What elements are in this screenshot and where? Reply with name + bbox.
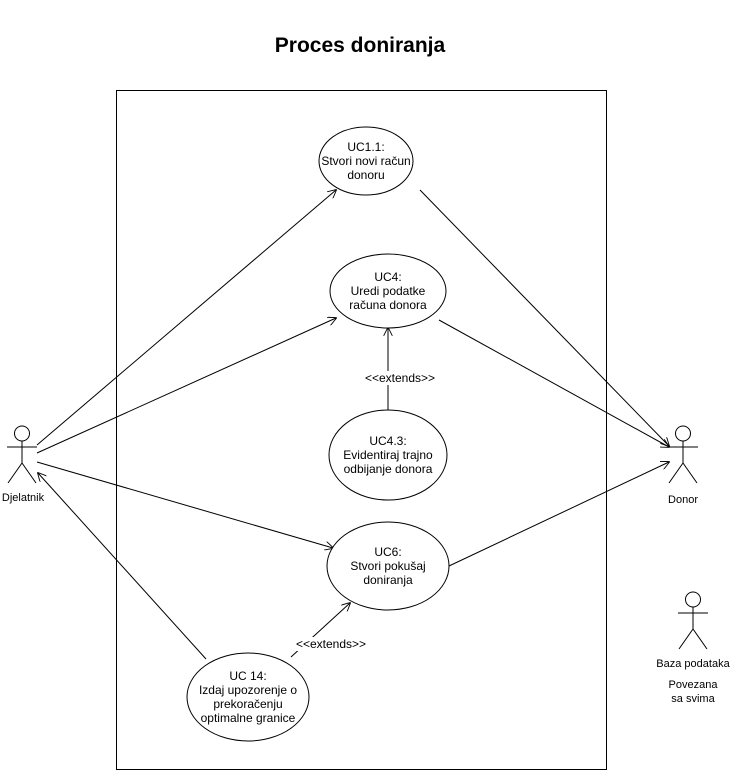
use-case-label: UC4.3: — [369, 434, 406, 448]
use-case-label: odbijanje donora — [344, 462, 433, 476]
use-case-label: donoru — [347, 168, 384, 182]
use-case-label: Evidentiraj trajno — [343, 448, 433, 462]
actor-note: Povezana — [669, 679, 719, 691]
relations-layer: <<extends>> <<extends>> — [36, 189, 669, 660]
system-boundary — [116, 90, 607, 770]
use-case-label: doniranja — [363, 573, 413, 587]
actor-leg-right — [692, 628, 708, 650]
use-case-label: Stvori pokušaj — [350, 559, 425, 573]
use-case-uc14[interactable]: UC 14:Izdaj upozorenje oprekoračenjuopti… — [186, 652, 310, 742]
use-case-ellipse — [326, 521, 450, 611]
use-case-ellipse — [329, 253, 447, 329]
actor-leg-left — [668, 462, 684, 484]
actor-name: Baza podataka — [656, 658, 730, 670]
association-djelatnik-uc6 — [36, 461, 333, 548]
actor-head-icon — [675, 425, 691, 442]
association-uc14-djelatnik — [38, 473, 207, 660]
extends-label: <<extends>> — [296, 637, 366, 651]
actor-leg-left — [678, 628, 694, 650]
diagram-title: Proces doniranja — [275, 34, 446, 57]
use-case-ellipse — [328, 409, 448, 501]
use-case-label: UC 14: — [229, 669, 266, 683]
association-uc4-donor — [438, 319, 669, 447]
use-case-label: prekoračenju — [213, 697, 282, 711]
use-case-label: Uredi podatke — [351, 284, 426, 298]
actor-name: Donor — [668, 494, 698, 506]
actor-leg-right — [682, 462, 698, 484]
association-djelatnik-uc1_1 — [36, 190, 336, 446]
actor-leg-left — [7, 462, 23, 484]
association-djelatnik-uc4 — [36, 318, 336, 454]
use-case-label: optimalne granice — [201, 711, 296, 725]
use-case-label: Stvori novi račun — [321, 154, 410, 168]
extends-label-background — [362, 371, 438, 385]
association-uc1_1-donor — [419, 189, 669, 446]
use-case-label: UC4: — [374, 270, 401, 284]
actor-note: sa svima — [671, 693, 715, 705]
use-case-label: Izdaj upozorenje o — [199, 683, 297, 697]
actor-leg-right — [21, 462, 37, 484]
use-case-ellipse — [318, 126, 414, 196]
extends-label-background — [293, 637, 369, 651]
use-case-ellipse — [186, 652, 310, 742]
use-case-label: UC1.1: — [347, 140, 384, 154]
extends-label: <<extends>> — [365, 371, 435, 385]
use-case-label: računa donora — [349, 298, 427, 312]
actor-name: Djelatnik — [2, 492, 45, 504]
use-case-label: UC6: — [374, 545, 401, 559]
actor-donor[interactable]: Donor — [668, 425, 698, 506]
actor-djelatnik[interactable]: Djelatnik — [2, 425, 45, 504]
actor-head-icon — [14, 425, 30, 442]
actor-head-icon — [685, 591, 701, 608]
association-uc6-donor — [448, 462, 669, 567]
